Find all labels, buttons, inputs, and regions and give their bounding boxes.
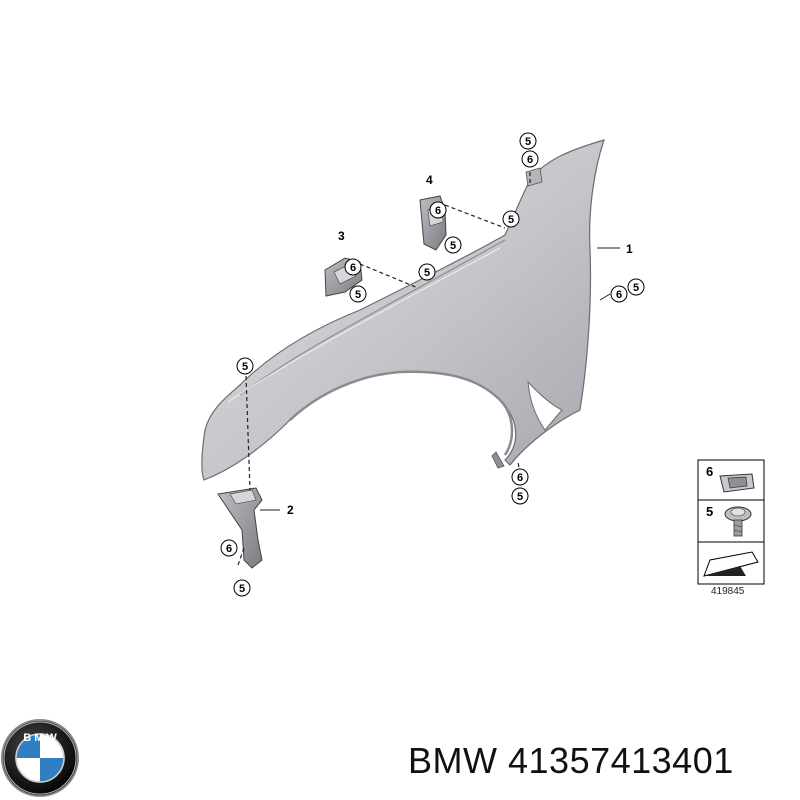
- callout-lower-a: 6: [220, 539, 238, 557]
- svg-text:6: 6: [226, 543, 232, 555]
- svg-text:5: 5: [424, 267, 430, 279]
- svg-text:5: 5: [508, 214, 514, 226]
- svg-text:5: 5: [355, 289, 361, 301]
- part-number: 41357413401: [508, 740, 734, 781]
- clip-nut-icon: [719, 473, 755, 493]
- svg-text:5: 5: [633, 282, 639, 294]
- mid-bracket-label: 3: [338, 229, 345, 243]
- footer-part-number: BMW 41357413401: [408, 740, 788, 786]
- callout-wheel-b: 5: [511, 487, 529, 505]
- fender-label: 1: [626, 242, 633, 256]
- bmw-logo: B M W: [1, 719, 79, 797]
- svg-text:5: 5: [450, 240, 456, 252]
- svg-text:5: 5: [239, 583, 245, 595]
- callout-wheel-a: 6: [511, 468, 529, 486]
- legend-row2-number: 5: [706, 504, 713, 519]
- leader-lines: [260, 247, 620, 511]
- callout-top-b: 6: [521, 150, 539, 168]
- callout-top-a: 5: [519, 132, 537, 150]
- arrow-icon: [703, 551, 759, 577]
- callout-mid-bottom: 5: [349, 285, 367, 303]
- upper-bracket-label: 4: [426, 173, 433, 187]
- callout-lower-b: 5: [233, 579, 251, 597]
- svg-text:5: 5: [242, 361, 248, 373]
- callout-mid-top: 6: [344, 258, 362, 276]
- svg-text:B M W: B M W: [23, 732, 57, 744]
- callout-upper-right-c: 5: [444, 236, 462, 254]
- brand-name: BMW: [408, 740, 498, 781]
- svg-text:6: 6: [435, 205, 441, 217]
- svg-text:6: 6: [616, 289, 622, 301]
- svg-text:6: 6: [527, 154, 533, 166]
- svg-text:5: 5: [517, 491, 523, 503]
- legend-box: 6 5 419845: [697, 459, 765, 597]
- screw-icon: [724, 506, 752, 537]
- callout-mid-right: 5: [418, 263, 436, 281]
- svg-text:6: 6: [350, 262, 356, 274]
- document-number: 419845: [711, 586, 745, 597]
- svg-text:5: 5: [525, 136, 531, 148]
- callout-right-side-a: 6: [610, 285, 628, 303]
- svg-text:6: 6: [517, 472, 523, 484]
- lower-bracket-label: 2: [287, 503, 294, 517]
- front-fender-part: [201, 139, 605, 481]
- callout-upper-right-a: 6: [429, 201, 447, 219]
- callout-right-side-b: 5: [627, 278, 645, 296]
- lower-bracket-part: [217, 487, 263, 569]
- callout-upper-right-b: 5: [502, 210, 520, 228]
- legend-row1-number: 6: [706, 464, 713, 479]
- callout-left-top: 5: [236, 357, 254, 375]
